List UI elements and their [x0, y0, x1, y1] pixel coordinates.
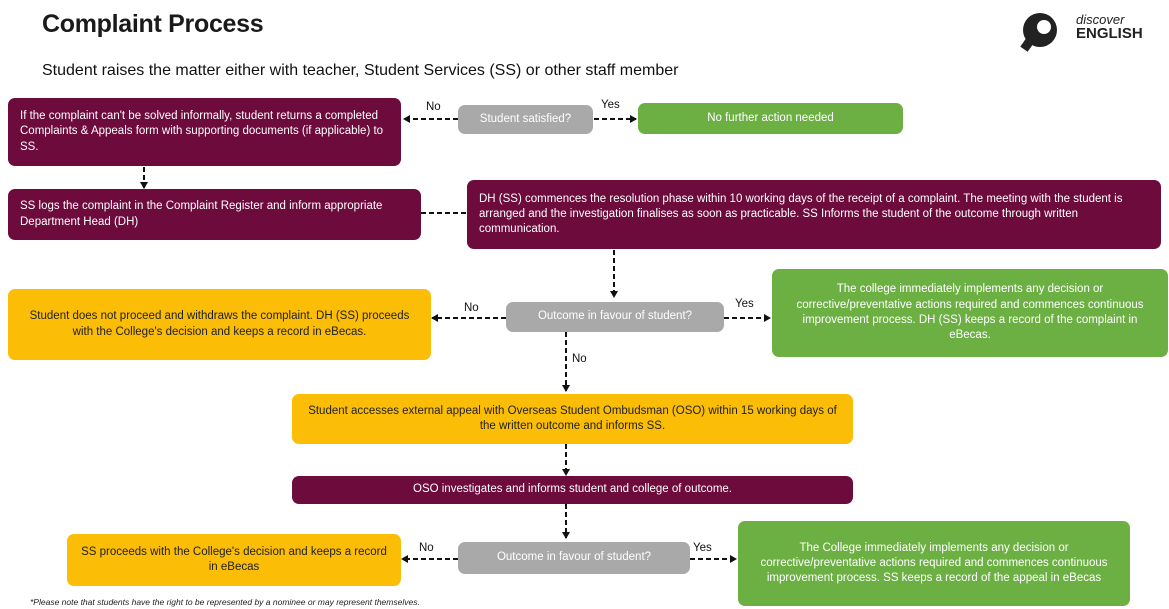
logo-mark-icon — [1020, 13, 1057, 52]
result-college-implements-2: The College immediately implements any d… — [738, 521, 1130, 606]
label-satisfied-no: No — [426, 101, 441, 113]
logo-text-bottom: ENGLISH — [1076, 25, 1143, 42]
step-log-complaint: SS logs the complaint in the Complaint R… — [8, 189, 421, 240]
result-no-further-action: No further action needed — [638, 103, 903, 134]
label-outcome2-no: No — [419, 542, 434, 554]
label-outcome1-no: No — [464, 302, 479, 314]
label-satisfied-yes: Yes — [601, 99, 620, 111]
decision-outcome-favour-1: Outcome in favour of student? — [506, 302, 724, 332]
decision-student-satisfied: Student satisfied? — [458, 105, 593, 134]
step-resolution-phase: DH (SS) commences the resolution phase w… — [467, 180, 1161, 249]
result-withdraws-complaint: Student does not proceed and withdraws t… — [8, 289, 431, 360]
label-outcome2-yes: Yes — [693, 542, 712, 554]
label-outcome1-down-no: No — [572, 353, 587, 365]
result-college-implements-1: The college immediately implements any d… — [772, 269, 1168, 357]
label-outcome1-yes: Yes — [735, 298, 754, 310]
page-title: Complaint Process — [42, 10, 264, 38]
result-college-decision: SS proceeds with the College's decision … — [67, 534, 401, 586]
step-oso-investigates: OSO investigates and informs student and… — [292, 476, 853, 504]
step-external-appeal-oso: Student accesses external appeal with Ov… — [292, 394, 853, 444]
decision-outcome-favour-2: Outcome in favour of student? — [458, 542, 690, 574]
page-subtitle: Student raises the matter either with te… — [42, 62, 679, 79]
logo: discover ENGLISH — [1010, 8, 1160, 52]
footnote: *Please note that students have the righ… — [30, 597, 420, 607]
step-submit-form: If the complaint can't be solved informa… — [8, 98, 401, 166]
logo-text-top: discover — [1076, 12, 1125, 27]
